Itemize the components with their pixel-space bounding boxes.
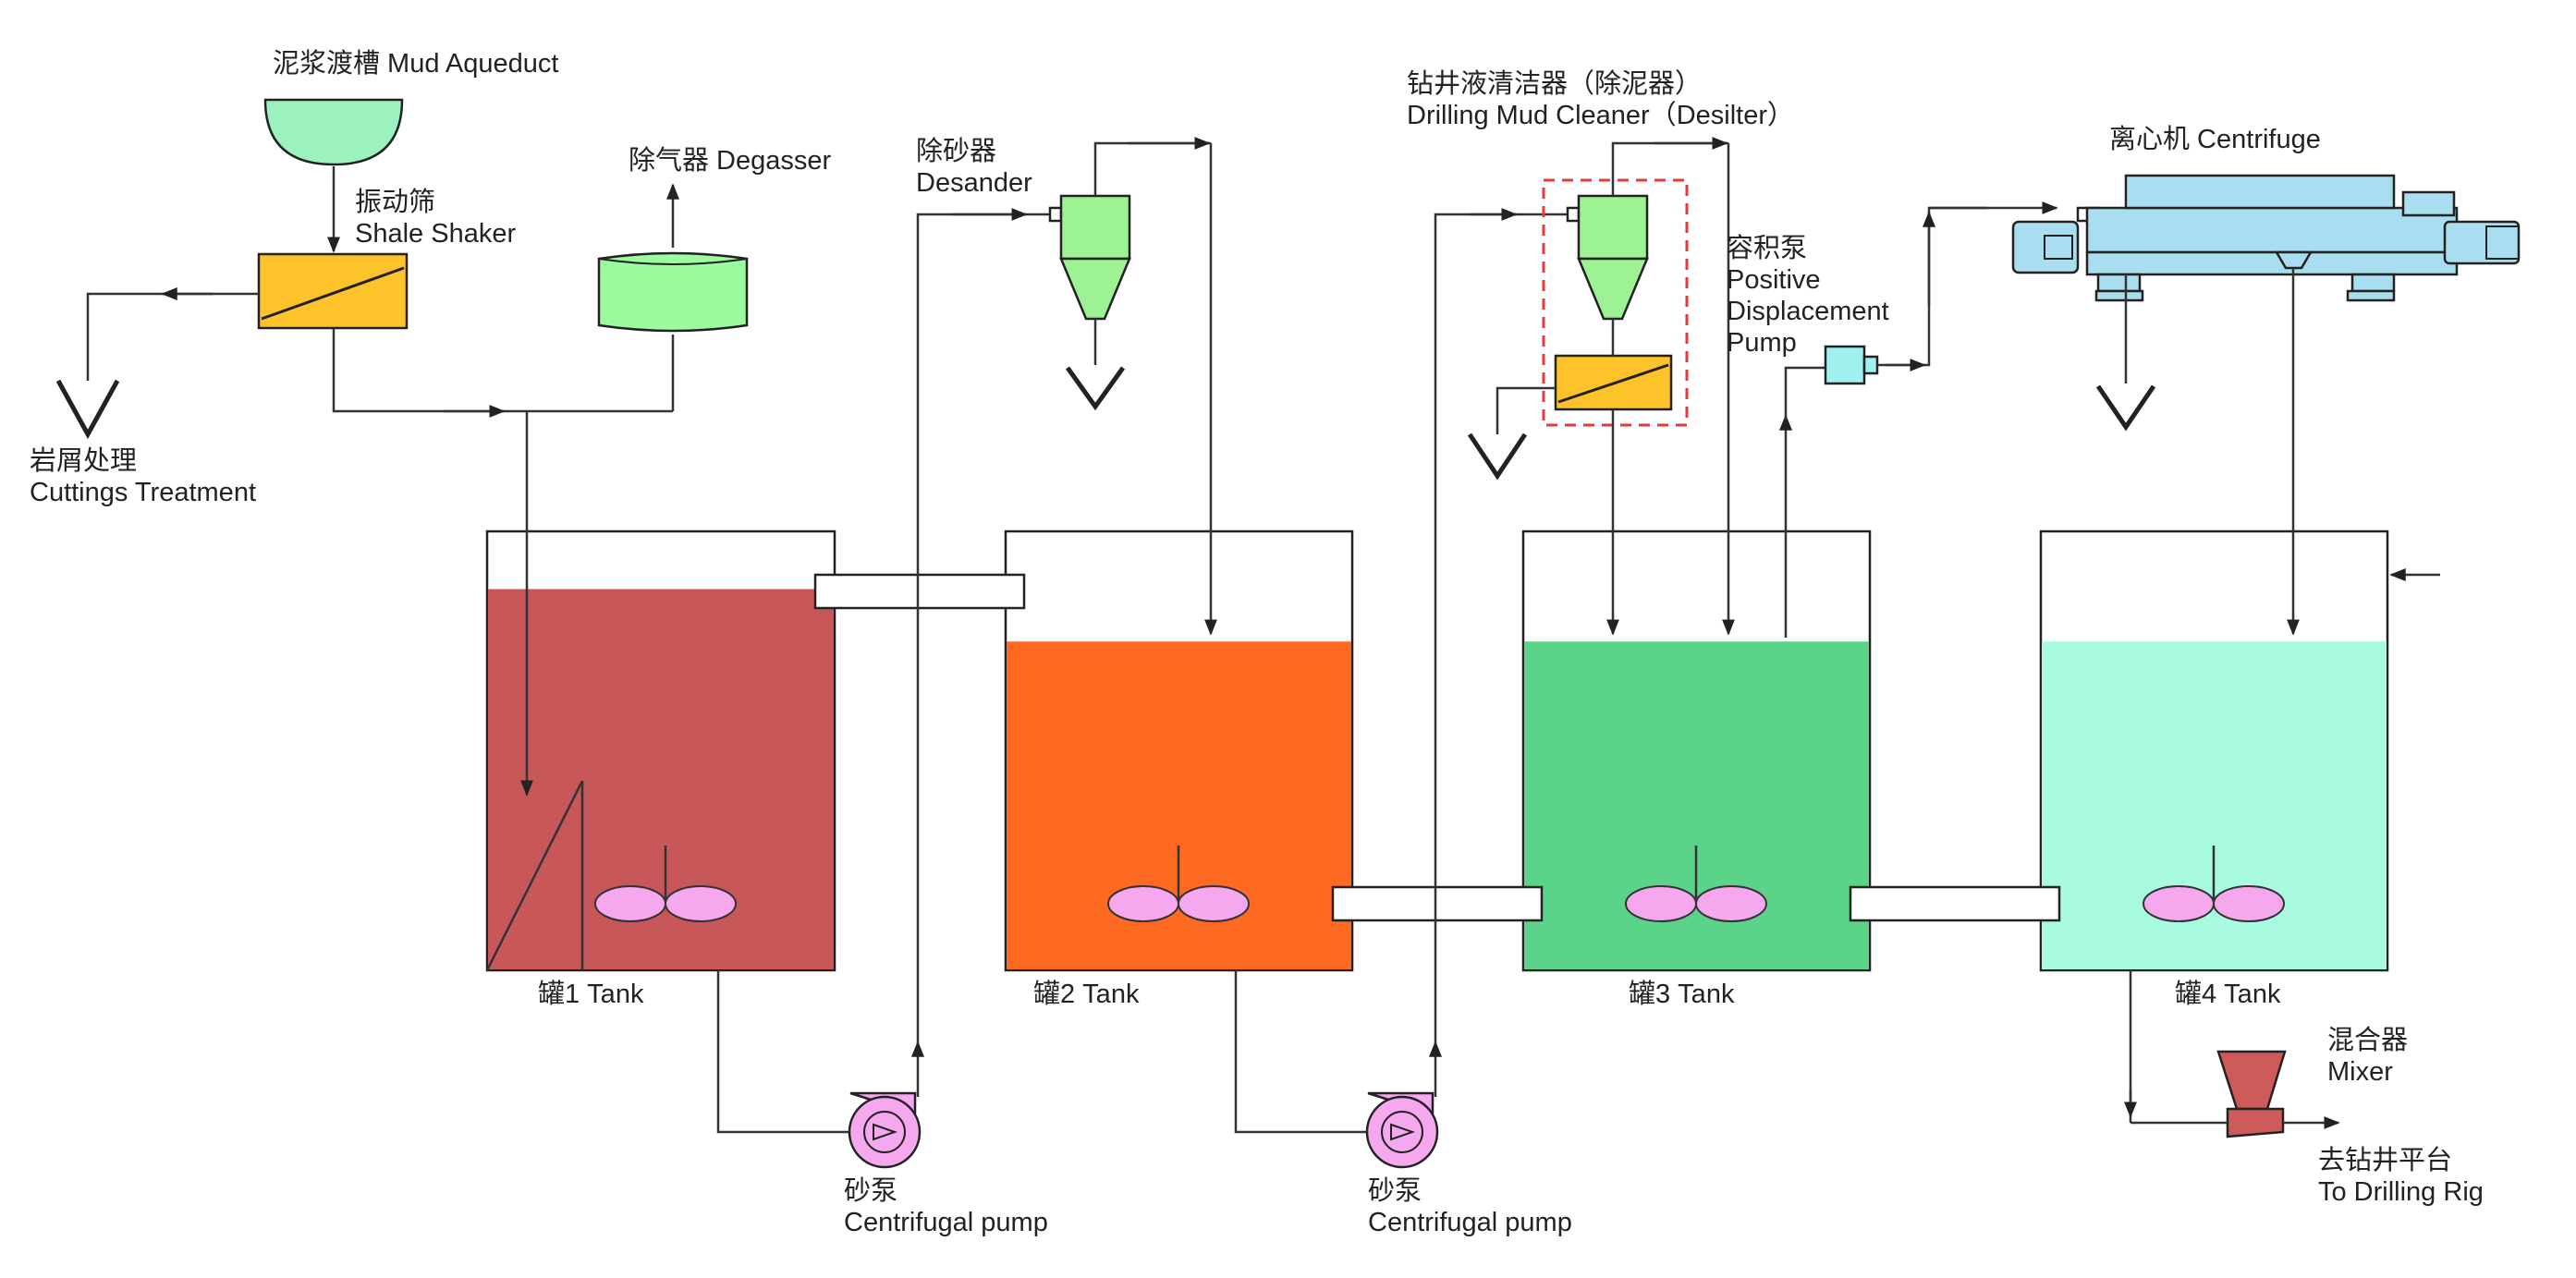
positive-displacement-pump — [1824, 345, 1879, 385]
label-rig-en: To Drilling Rig — [2318, 1177, 2484, 1207]
agitator-4 — [2143, 846, 2285, 922]
shale-shaker — [257, 252, 409, 330]
label-cuttings-cn: 岩屑处理 — [30, 445, 137, 476]
mud-cleaner-screen — [1554, 354, 1673, 411]
connector-pipe-2-3 — [1331, 885, 1544, 922]
tank-4-fluid — [2042, 641, 2387, 969]
centrifugal-pump-2 — [1365, 1091, 1439, 1169]
connector-pipe-1-2 — [813, 573, 1026, 610]
connector-pipe-3-4 — [1849, 885, 2061, 922]
tank-3 — [1521, 529, 1872, 972]
discharge-symbol-desilter — [1467, 432, 1528, 481]
label-centrifuge: 离心机 Centrifuge — [2109, 124, 2321, 154]
tank-2 — [1004, 529, 1354, 972]
label-shale-shaker-en: Shale Shaker — [355, 219, 516, 249]
tank-4 — [2039, 529, 2389, 972]
label-pump-1-en: Centrifugal pump — [844, 1208, 1048, 1237]
label-pd-pump-en-2: Displacement — [1727, 297, 1889, 326]
label-mud-cleaner-cn: 钻井液清洁器（除泥器） — [1407, 68, 1702, 99]
label-desander-cn: 除砂器 — [916, 136, 996, 166]
label-pump-2-cn: 砂泵 — [1368, 1175, 1422, 1206]
label-mud-aqueduct: 泥浆渡槽 Mud Aqueduct — [273, 48, 558, 79]
label-tank-2: 罐2 Tank — [1033, 979, 1140, 1009]
degasser — [597, 251, 749, 333]
mixer-hopper — [2216, 1050, 2287, 1138]
tank-3-fluid — [1524, 641, 1869, 969]
label-tank-1: 罐1 Tank — [538, 979, 644, 1009]
label-mud-cleaner-en: Drilling Mud Cleaner（Desilter） — [1407, 101, 1794, 130]
label-mixer-cn: 混合器 — [2327, 1025, 2408, 1055]
desander-cone — [1048, 194, 1131, 321]
mud-aqueduct-trough — [263, 98, 404, 166]
label-degasser: 除气器 Degasser — [629, 145, 832, 176]
label-tank-4: 罐4 Tank — [2175, 979, 2281, 1009]
label-pd-pump-cn: 容积泵 — [1727, 233, 1807, 263]
discharge-symbol-desander — [1065, 366, 1126, 411]
label-tank-3: 罐3 Tank — [1629, 979, 1735, 1009]
label-pd-pump-en-3: Pump — [1727, 328, 1797, 358]
label-cuttings-en: Cuttings Treatment — [30, 478, 256, 507]
tank-1 — [485, 529, 836, 972]
desilter-cone — [1566, 194, 1649, 321]
label-mixer-en: Mixer — [2327, 1057, 2393, 1087]
decanter-centrifuge — [2011, 174, 2521, 302]
label-rig-cn: 去钻井平台 — [2318, 1145, 2452, 1175]
label-pump-2-en: Centrifugal pump — [1368, 1208, 1572, 1237]
agitator-2 — [1107, 846, 1250, 922]
discharge-symbol-cuttings — [55, 379, 120, 440]
agitator-1 — [594, 846, 737, 922]
label-pump-1-cn: 砂泵 — [844, 1175, 897, 1206]
label-desander-en: Desander — [916, 168, 1032, 198]
label-pd-pump-en-1: Positive — [1727, 265, 1821, 295]
tank-2-fluid — [1007, 641, 1351, 969]
label-shale-shaker-cn: 振动筛 — [355, 187, 435, 217]
mud-cleaner-dashed-box — [1542, 178, 1689, 427]
centrifugal-pump-1 — [848, 1091, 922, 1169]
discharge-symbol-centrifuge — [2095, 384, 2156, 432]
agitator-3 — [1625, 846, 1767, 922]
